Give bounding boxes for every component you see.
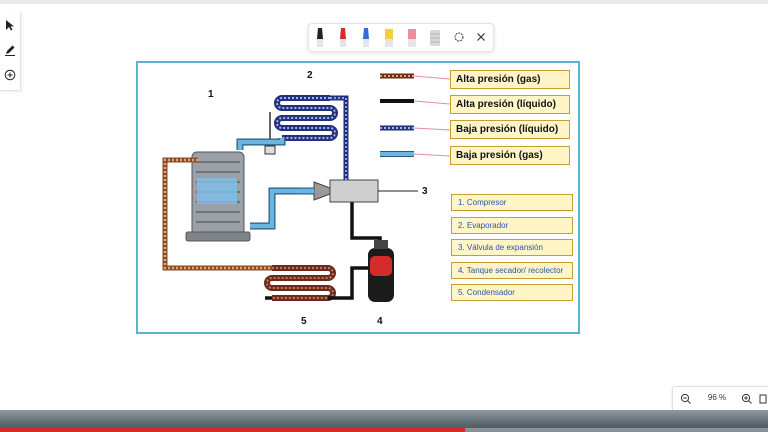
pen-icon xyxy=(5,45,15,56)
pink-highlighter-button[interactable] xyxy=(405,27,419,48)
component-tank: 4. Tanque secador/ recolector xyxy=(451,262,573,279)
pen-toolbar xyxy=(308,23,494,52)
legend-hp-gas: Alta presión (gas) xyxy=(450,70,570,89)
pen-tool-button[interactable] xyxy=(3,43,17,57)
label-compressor-number: 1 xyxy=(208,89,214,100)
top-bar xyxy=(0,0,768,4)
video-progress-played[interactable] xyxy=(0,428,465,432)
zoom-in-icon xyxy=(741,393,752,404)
compressor-drawing xyxy=(185,151,251,242)
zoom-out-button[interactable] xyxy=(680,392,692,404)
close-icon xyxy=(477,33,485,41)
lasso-button[interactable] xyxy=(452,27,466,48)
left-toolbar xyxy=(0,12,21,91)
component-valve: 3. Válvula de expansión xyxy=(451,239,573,256)
legend-lp-liquid: Baja presión (líquido) xyxy=(450,120,570,139)
expansion-valve-drawing xyxy=(313,179,412,203)
lp-gas-line xyxy=(236,138,314,230)
legend-lp-gas: Baja presión (gas) xyxy=(450,146,570,165)
zoom-control: 96 % xyxy=(672,386,768,412)
pointer-icon xyxy=(6,20,14,31)
add-circle-icon xyxy=(4,69,16,81)
component-condenser: 5. Condensador xyxy=(451,284,573,301)
zoom-in-button[interactable] xyxy=(741,392,753,404)
zoom-out-icon xyxy=(680,393,691,404)
label-condenser-number: 5 xyxy=(301,316,307,327)
yellow-highlighter-icon xyxy=(385,29,393,47)
drier-tank-drawing xyxy=(368,240,394,302)
fit-screen-icon xyxy=(759,394,767,404)
red-pen-button[interactable] xyxy=(336,27,350,48)
pointer-tool-button[interactable] xyxy=(3,18,17,32)
video-background-strip xyxy=(0,410,768,432)
red-pen-icon xyxy=(340,28,346,47)
pink-highlighter-icon xyxy=(408,29,416,47)
eraser-button[interactable] xyxy=(428,27,442,48)
zoom-level: 96 % xyxy=(707,393,727,402)
black-pen-icon xyxy=(317,28,323,47)
blue-pen-icon xyxy=(363,28,369,47)
yellow-highlighter-button[interactable] xyxy=(382,27,396,48)
label-valve-number: 3 xyxy=(422,186,428,197)
component-evaporator: 2. Evaporador xyxy=(451,217,573,234)
lasso-icon xyxy=(454,32,464,42)
condenser-drawing xyxy=(264,265,336,301)
blue-pen-button[interactable] xyxy=(359,27,373,48)
video-progress-remaining[interactable] xyxy=(465,428,768,432)
evaporator-drawing xyxy=(264,95,338,155)
black-pen-button[interactable] xyxy=(313,27,327,48)
add-button[interactable] xyxy=(3,68,17,82)
label-evaporator-number: 2 xyxy=(307,70,313,81)
legend-lines xyxy=(380,73,451,157)
label-tank-number: 4 xyxy=(377,316,383,327)
eraser-icon xyxy=(430,30,440,46)
component-compressor: 1. Compresor xyxy=(451,194,573,211)
fit-button[interactable] xyxy=(759,392,767,404)
legend-hp-liquid: Alta presión (líquido) xyxy=(450,95,570,114)
hp-liquid-line xyxy=(265,266,368,300)
close-toolbar-button[interactable] xyxy=(474,27,488,48)
